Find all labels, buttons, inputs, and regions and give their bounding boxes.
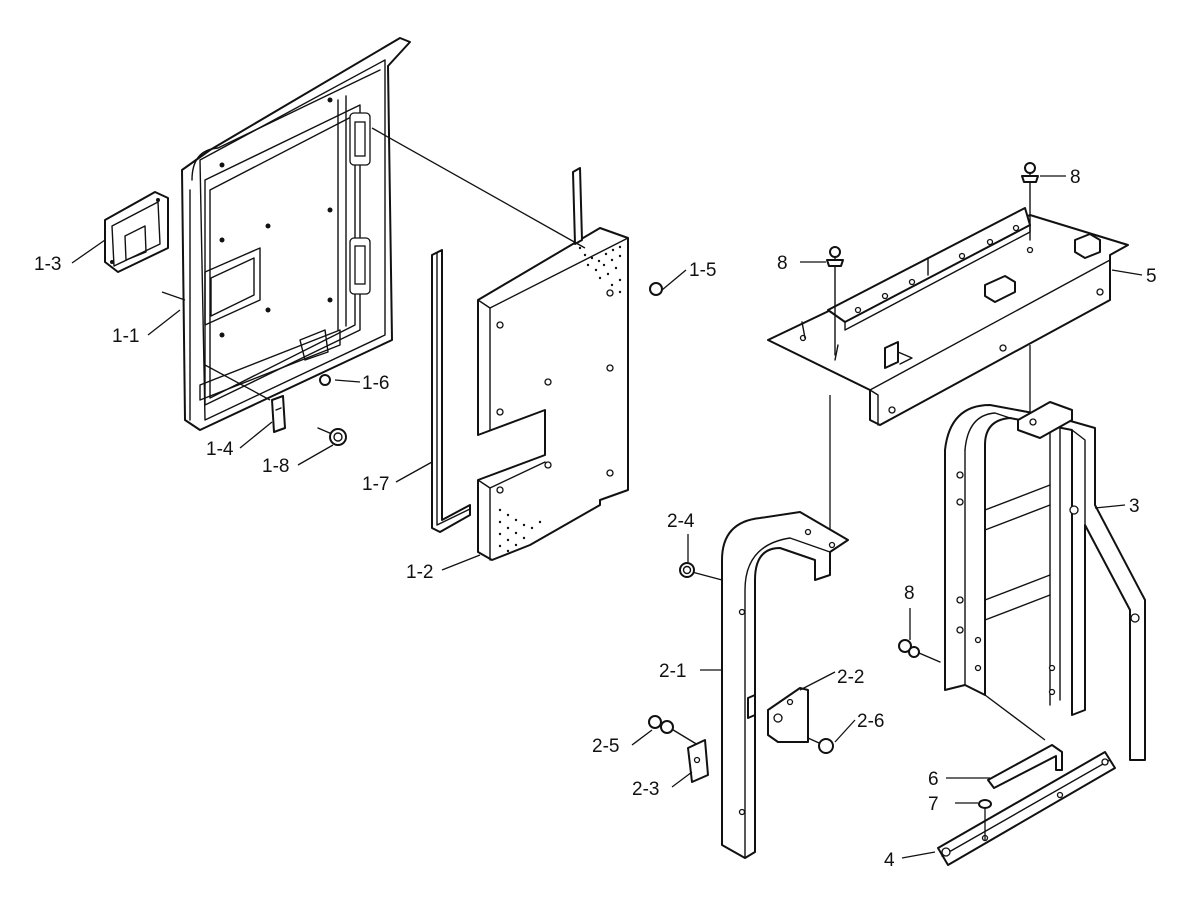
support-bracket <box>721 511 849 859</box>
knob <box>649 282 663 296</box>
mounting-plate <box>767 687 809 743</box>
label-7: 7 <box>928 794 939 815</box>
bolt-2-5 <box>648 715 699 746</box>
bolt-8-top <box>1021 162 1039 241</box>
bolt-2-6 <box>807 737 834 754</box>
label-2-2: 2-2 <box>837 667 864 688</box>
assembly-line <box>371 127 586 249</box>
filter-panel <box>477 227 629 561</box>
assembly-line <box>204 364 271 401</box>
leader-lines <box>71 175 1143 859</box>
clip <box>687 739 709 783</box>
label-2-4: 2-4 <box>667 511 695 532</box>
label-1-1: 1-1 <box>112 326 139 347</box>
nut <box>319 374 331 386</box>
label-2-1: 2-1 <box>659 661 686 682</box>
label-8-top: 8 <box>1070 167 1081 188</box>
support-frame <box>944 401 1146 761</box>
bolt-8-frame <box>898 639 941 663</box>
bolt-2-4 <box>679 562 723 581</box>
label-2-6: 2-6 <box>857 711 884 732</box>
label-1-7: 1-7 <box>362 474 389 495</box>
callout-labels: 1-3 1-1 1-4 1-8 1-6 1-7 1-2 1-5 8 8 5 3 … <box>34 167 1157 871</box>
door-panel <box>181 37 411 431</box>
base-bar <box>937 751 1116 866</box>
seal-strip <box>431 249 471 533</box>
label-1-6: 1-6 <box>362 373 389 394</box>
label-1-2: 1-2 <box>406 562 433 583</box>
label-1-4: 1-4 <box>206 439 234 460</box>
label-1-3: 1-3 <box>34 254 61 275</box>
label-1-5: 1-5 <box>689 260 716 281</box>
label-2-3: 2-3 <box>632 779 659 800</box>
bolt-8-mid <box>826 246 844 356</box>
washer <box>978 799 992 840</box>
label-1-8: 1-8 <box>262 456 289 477</box>
base-plate <box>767 207 1129 426</box>
label-3: 3 <box>1129 496 1140 517</box>
assembly-line <box>161 291 186 301</box>
label-2-5: 2-5 <box>592 736 619 757</box>
label-5: 5 <box>1146 266 1157 287</box>
seal-strip-top <box>572 167 583 245</box>
door-handle <box>104 191 169 273</box>
label-6: 6 <box>928 769 939 790</box>
label-4: 4 <box>884 850 895 871</box>
rod <box>987 744 1063 789</box>
screw-1-8 <box>317 427 347 446</box>
latch-bracket <box>271 395 286 433</box>
label-8-mid: 8 <box>777 253 788 274</box>
label-8-frame: 8 <box>904 583 915 604</box>
